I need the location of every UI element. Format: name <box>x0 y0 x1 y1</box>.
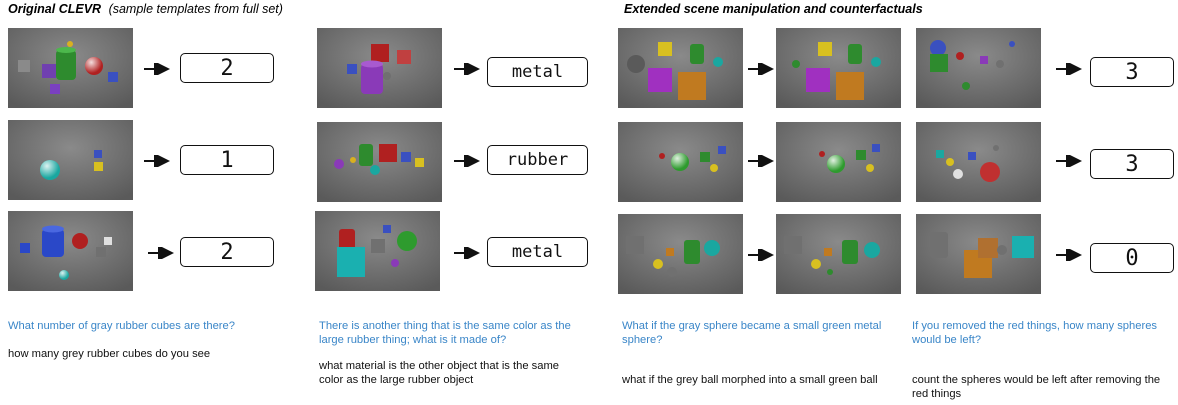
scene-image <box>916 28 1041 108</box>
paraphrase-text: how many grey rubber cubes do you see <box>8 348 211 360</box>
answer-box: 2 <box>180 237 274 267</box>
scene-image-before <box>618 214 743 294</box>
scene-image-before <box>618 28 743 108</box>
extended-title: Extended scene manipulation and counterf… <box>624 2 923 16</box>
scene-image <box>315 211 440 291</box>
arrow-icon <box>748 249 774 261</box>
arrow-icon <box>148 247 174 259</box>
answer-box: 0 <box>1090 243 1174 273</box>
arrow-icon <box>454 155 480 167</box>
arrow-icon <box>748 63 774 75</box>
scene-image <box>317 122 442 202</box>
scene-image-after <box>776 28 901 108</box>
scene-image <box>8 28 133 108</box>
original-clevr-subtitle: (sample templates from full set) <box>108 2 283 16</box>
arrow-icon <box>144 155 170 167</box>
original-clevr-title: Original CLEVR <box>8 2 102 16</box>
scene-image <box>916 122 1041 202</box>
scene-image-after <box>776 122 901 202</box>
arrow-icon <box>748 155 774 167</box>
arrow-icon <box>1056 155 1082 167</box>
answer-box: rubber <box>487 145 588 175</box>
answer-box: metal <box>487 237 588 267</box>
question-text: There is another thing that is the same … <box>319 320 571 346</box>
scene-image <box>916 214 1041 294</box>
arrow-icon <box>1056 249 1082 261</box>
answer-box: 1 <box>180 145 274 175</box>
extended-heading: Extended scene manipulation and counterf… <box>624 2 923 16</box>
answer-box: 3 <box>1090 149 1174 179</box>
question-text: If you removed the red things, how many … <box>912 320 1158 346</box>
scene-image <box>8 120 133 200</box>
paraphrase-text: count the spheres would be left after re… <box>912 374 1161 400</box>
scene-image-before <box>618 122 743 202</box>
original-clevr-heading: Original CLEVR (sample templates from fu… <box>8 2 283 16</box>
arrow-icon <box>1056 63 1082 75</box>
scene-image-after <box>776 214 901 294</box>
arrow-icon <box>454 63 480 75</box>
question-text: What if the gray sphere became a small g… <box>622 320 882 346</box>
scene-image <box>8 211 133 291</box>
paraphrase-text: what material is the other object that i… <box>319 360 560 386</box>
paraphrase-text: what if the grey ball morphed into a sma… <box>622 374 878 386</box>
answer-box: 3 <box>1090 57 1174 87</box>
arrow-icon <box>454 247 480 259</box>
answer-box: metal <box>487 57 588 87</box>
scene-image <box>317 28 442 108</box>
question-text: What number of gray rubber cubes are the… <box>8 320 235 332</box>
arrow-icon <box>144 63 170 75</box>
answer-box: 2 <box>180 53 274 83</box>
